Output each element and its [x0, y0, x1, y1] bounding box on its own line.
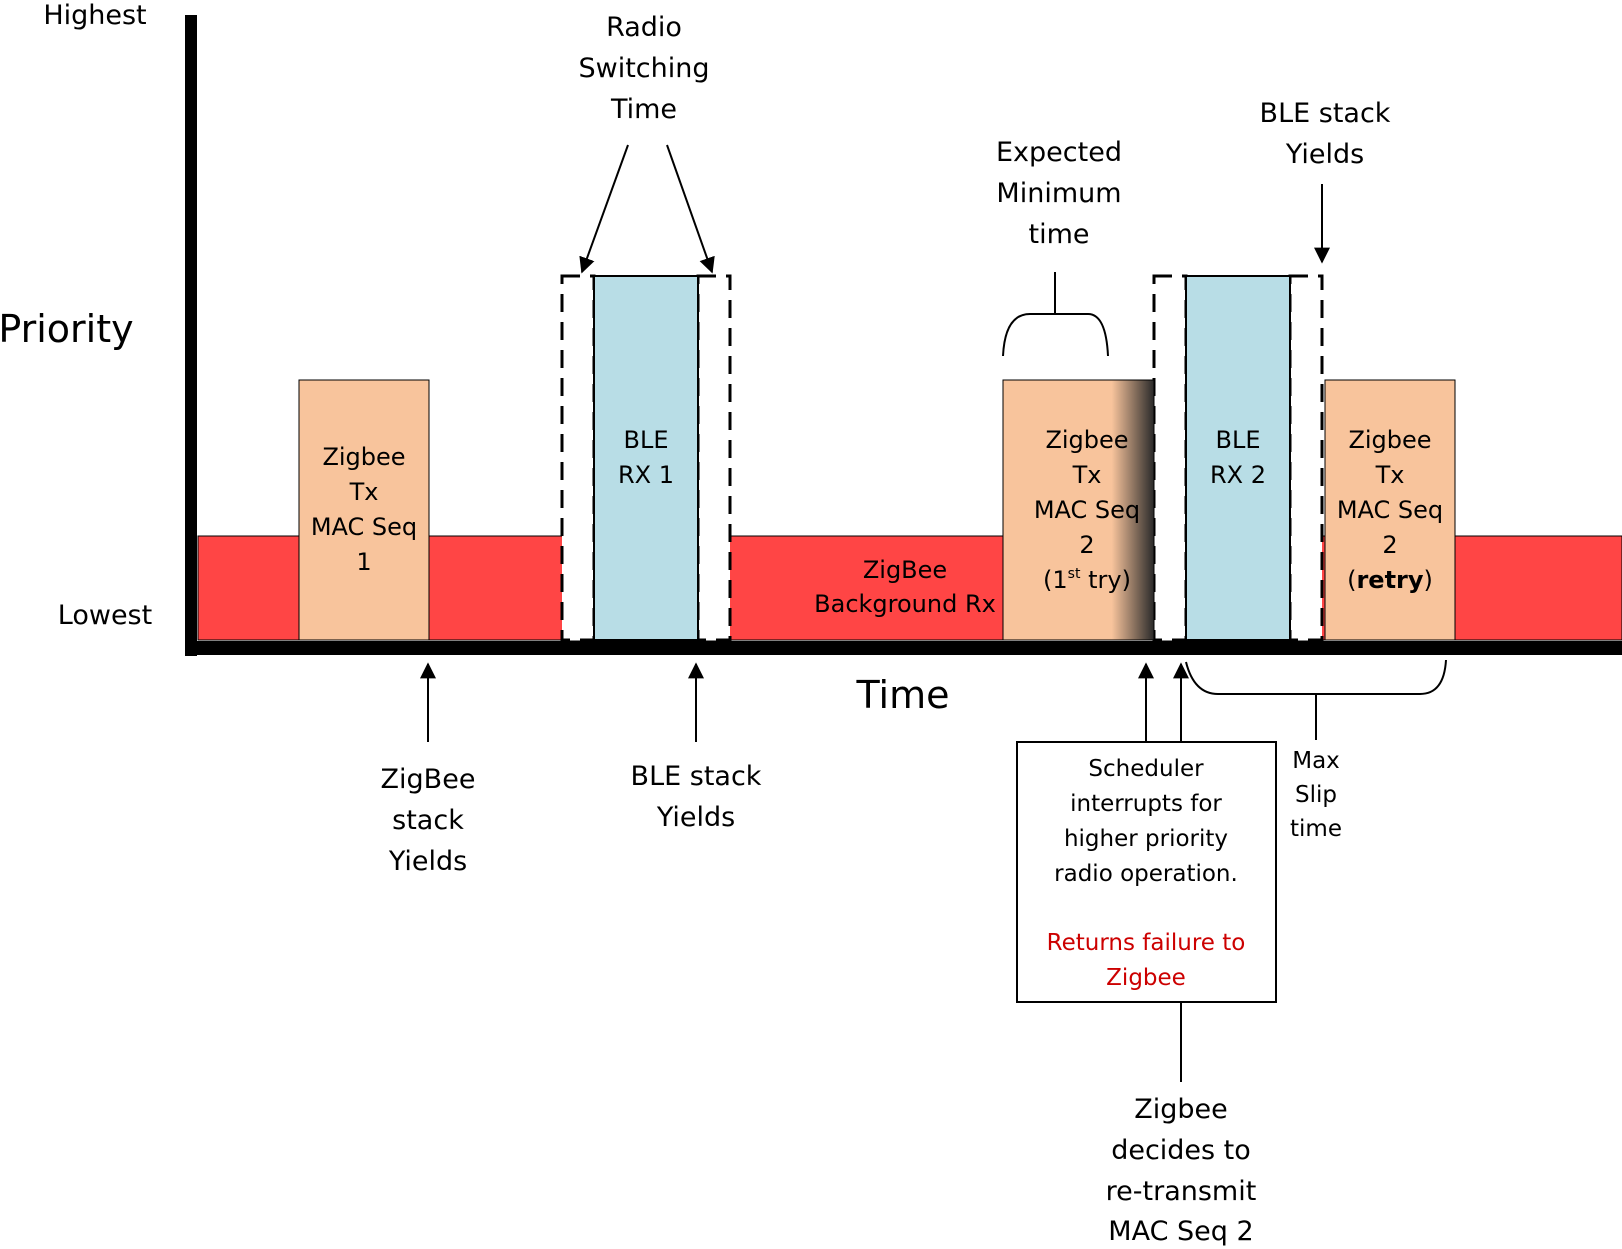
radio-switching-label: Radio Switching Time [578, 12, 709, 125]
svg-text:time: time [1290, 816, 1342, 842]
svg-text:MAC Seq: MAC Seq [1337, 496, 1443, 524]
ble-rx2-label: BLE RX 2 [1210, 426, 1266, 489]
svg-text:Yields: Yields [656, 802, 735, 833]
svg-text:Yields: Yields [388, 846, 467, 877]
zigbee-tx2-first-block [1002, 379, 1155, 641]
ble-rx1-block [593, 275, 699, 641]
y-axis-title: Priority [0, 307, 134, 351]
scheduler-box [1016, 741, 1277, 1003]
ble-yields-top-label: BLE stack Yields [1260, 98, 1391, 170]
svg-text:MAC Seq: MAC Seq [311, 513, 417, 541]
svg-text:Radio: Radio [606, 12, 682, 43]
switch-gap-2a [1152, 274, 1188, 642]
zigbee-tx1-block [298, 379, 430, 641]
svg-text:stack: stack [392, 805, 464, 836]
expected-min-brace [1002, 272, 1109, 357]
svg-text:Switching: Switching [578, 53, 709, 84]
svg-text:Zigbee: Zigbee [1134, 1094, 1228, 1125]
max-slip-brace [1185, 659, 1447, 740]
svg-text:Slip: Slip [1295, 782, 1337, 808]
svg-text:Yields: Yields [1285, 139, 1364, 170]
svg-text:higher priority: higher priority [1064, 826, 1228, 852]
svg-text:Tx: Tx [1375, 461, 1405, 489]
switch-gap-1b [696, 274, 732, 642]
max-slip-label: Max Slip time [1290, 748, 1342, 842]
zigbee-tx1-label: Zigbee Tx MAC Seq 1 [311, 443, 417, 576]
svg-text:(retry): (retry) [1347, 566, 1433, 594]
svg-text:Expected: Expected [996, 137, 1122, 168]
svg-text:BLE stack: BLE stack [631, 761, 762, 792]
zigbee-tx2-first-label: Zigbee Tx MAC Seq 2 (1st try) [1034, 426, 1140, 594]
ble-yields-bottom-label: BLE stack Yields [631, 761, 762, 833]
svg-text:MAC Seq: MAC Seq [1034, 496, 1140, 524]
svg-text:BLE: BLE [1216, 426, 1261, 454]
switch-gap-2b [1288, 274, 1324, 642]
svg-text:Zigbee: Zigbee [1106, 965, 1186, 991]
svg-text:decides to: decides to [1111, 1135, 1251, 1166]
expected-min-label: Expected Minimum time [996, 137, 1122, 250]
y-high-label: Highest [43, 0, 146, 31]
svg-text:(1st try): (1st try) [1043, 566, 1131, 594]
zigbee-yields-label: ZigBee stack Yields [381, 764, 476, 877]
svg-text:MAC Seq 2: MAC Seq 2 [1108, 1216, 1253, 1247]
svg-text:time: time [1028, 219, 1089, 250]
background-label: ZigBee Background Rx [814, 556, 996, 618]
svg-text:Minimum: Minimum [996, 178, 1121, 209]
svg-text:RX 1: RX 1 [618, 461, 674, 489]
svg-text:2: 2 [1382, 531, 1397, 559]
svg-text:Time: Time [610, 94, 677, 125]
x-axis-title: Time [856, 673, 950, 717]
svg-text:1: 1 [356, 548, 371, 576]
svg-text:Background Rx: Background Rx [814, 590, 996, 618]
svg-text:BLE: BLE [624, 426, 669, 454]
scheduler-text: Scheduler interrupts for higher priority… [1054, 756, 1238, 887]
ble-rx2-block [1185, 275, 1291, 641]
zigbee-tx2-retry-label: Zigbee Tx MAC Seq 2 (retry) [1337, 426, 1443, 594]
zigbee-decides-label: Zigbee decides to re-transmit MAC Seq 2 [1106, 1094, 1257, 1247]
svg-text:BLE stack: BLE stack [1260, 98, 1391, 129]
ble-rx1-label: BLE RX 1 [618, 426, 674, 489]
svg-text:ZigBee: ZigBee [863, 556, 947, 584]
svg-text:Zigbee: Zigbee [1045, 426, 1128, 454]
svg-text:Tx: Tx [1072, 461, 1102, 489]
svg-text:radio operation.: radio operation. [1054, 861, 1238, 887]
radio-switching-arrow-right [666, 144, 715, 274]
svg-text:Zigbee: Zigbee [322, 443, 405, 471]
svg-text:Max: Max [1292, 748, 1340, 774]
radio-switching-arrow-left [579, 144, 629, 274]
svg-text:Returns failure to: Returns failure to [1047, 930, 1246, 956]
svg-text:RX 2: RX 2 [1210, 461, 1266, 489]
svg-text:Scheduler: Scheduler [1088, 756, 1204, 782]
svg-text:ZigBee: ZigBee [381, 764, 476, 795]
scheduler-red-text: Returns failure to Zigbee [1047, 930, 1246, 991]
svg-text:re-transmit: re-transmit [1106, 1176, 1257, 1207]
svg-text:Zigbee: Zigbee [1348, 426, 1431, 454]
zigbee-tx2-retry-block [1324, 379, 1456, 641]
svg-text:interrupts for: interrupts for [1070, 791, 1222, 817]
y-low-label: Lowest [58, 600, 152, 631]
svg-text:2: 2 [1079, 531, 1094, 559]
switch-gap-1a [560, 274, 596, 642]
svg-text:Tx: Tx [349, 478, 379, 506]
